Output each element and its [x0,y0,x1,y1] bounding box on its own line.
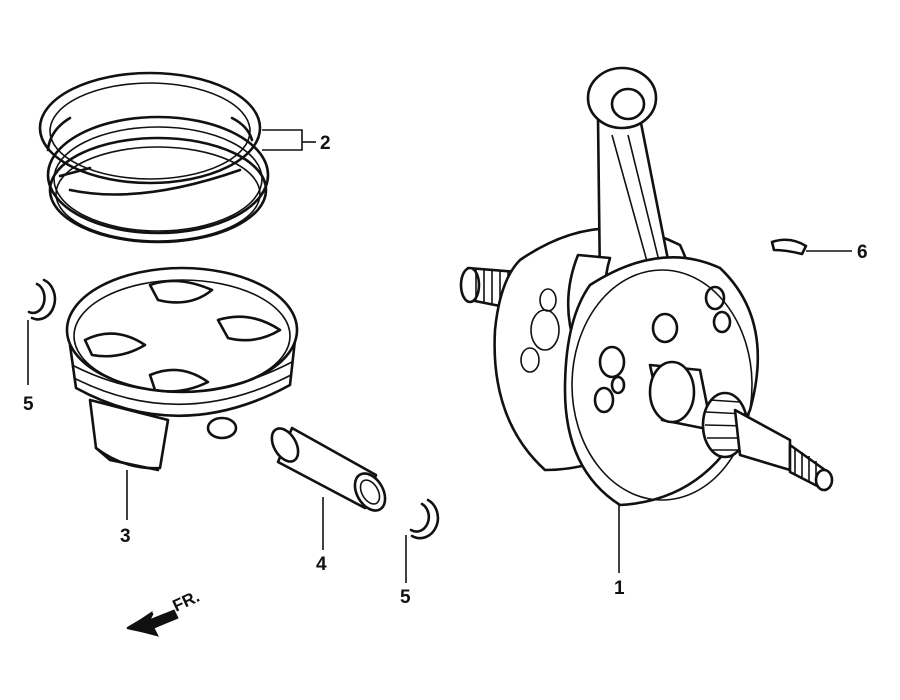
piston [65,266,299,472]
callout-3: 3 [120,526,131,547]
callout-5-left: 5 [23,394,34,415]
callout-4: 4 [316,554,327,575]
callout-2: 2 [320,133,331,154]
piston-ring-set [38,71,270,244]
callout-1: 1 [614,578,625,599]
leader-lines [27,129,852,583]
crankshaft-assembly [459,66,834,507]
front-direction-marker: FR. [126,587,203,637]
pin-clip-left-part [27,278,57,321]
callout-6: 6 [857,242,868,263]
pin-clip-right-part [409,498,440,540]
piston-pin [270,426,387,512]
front-arrow-icon [126,609,179,637]
woodruff-key-part [770,238,808,256]
callout-5-right: 5 [400,587,411,608]
